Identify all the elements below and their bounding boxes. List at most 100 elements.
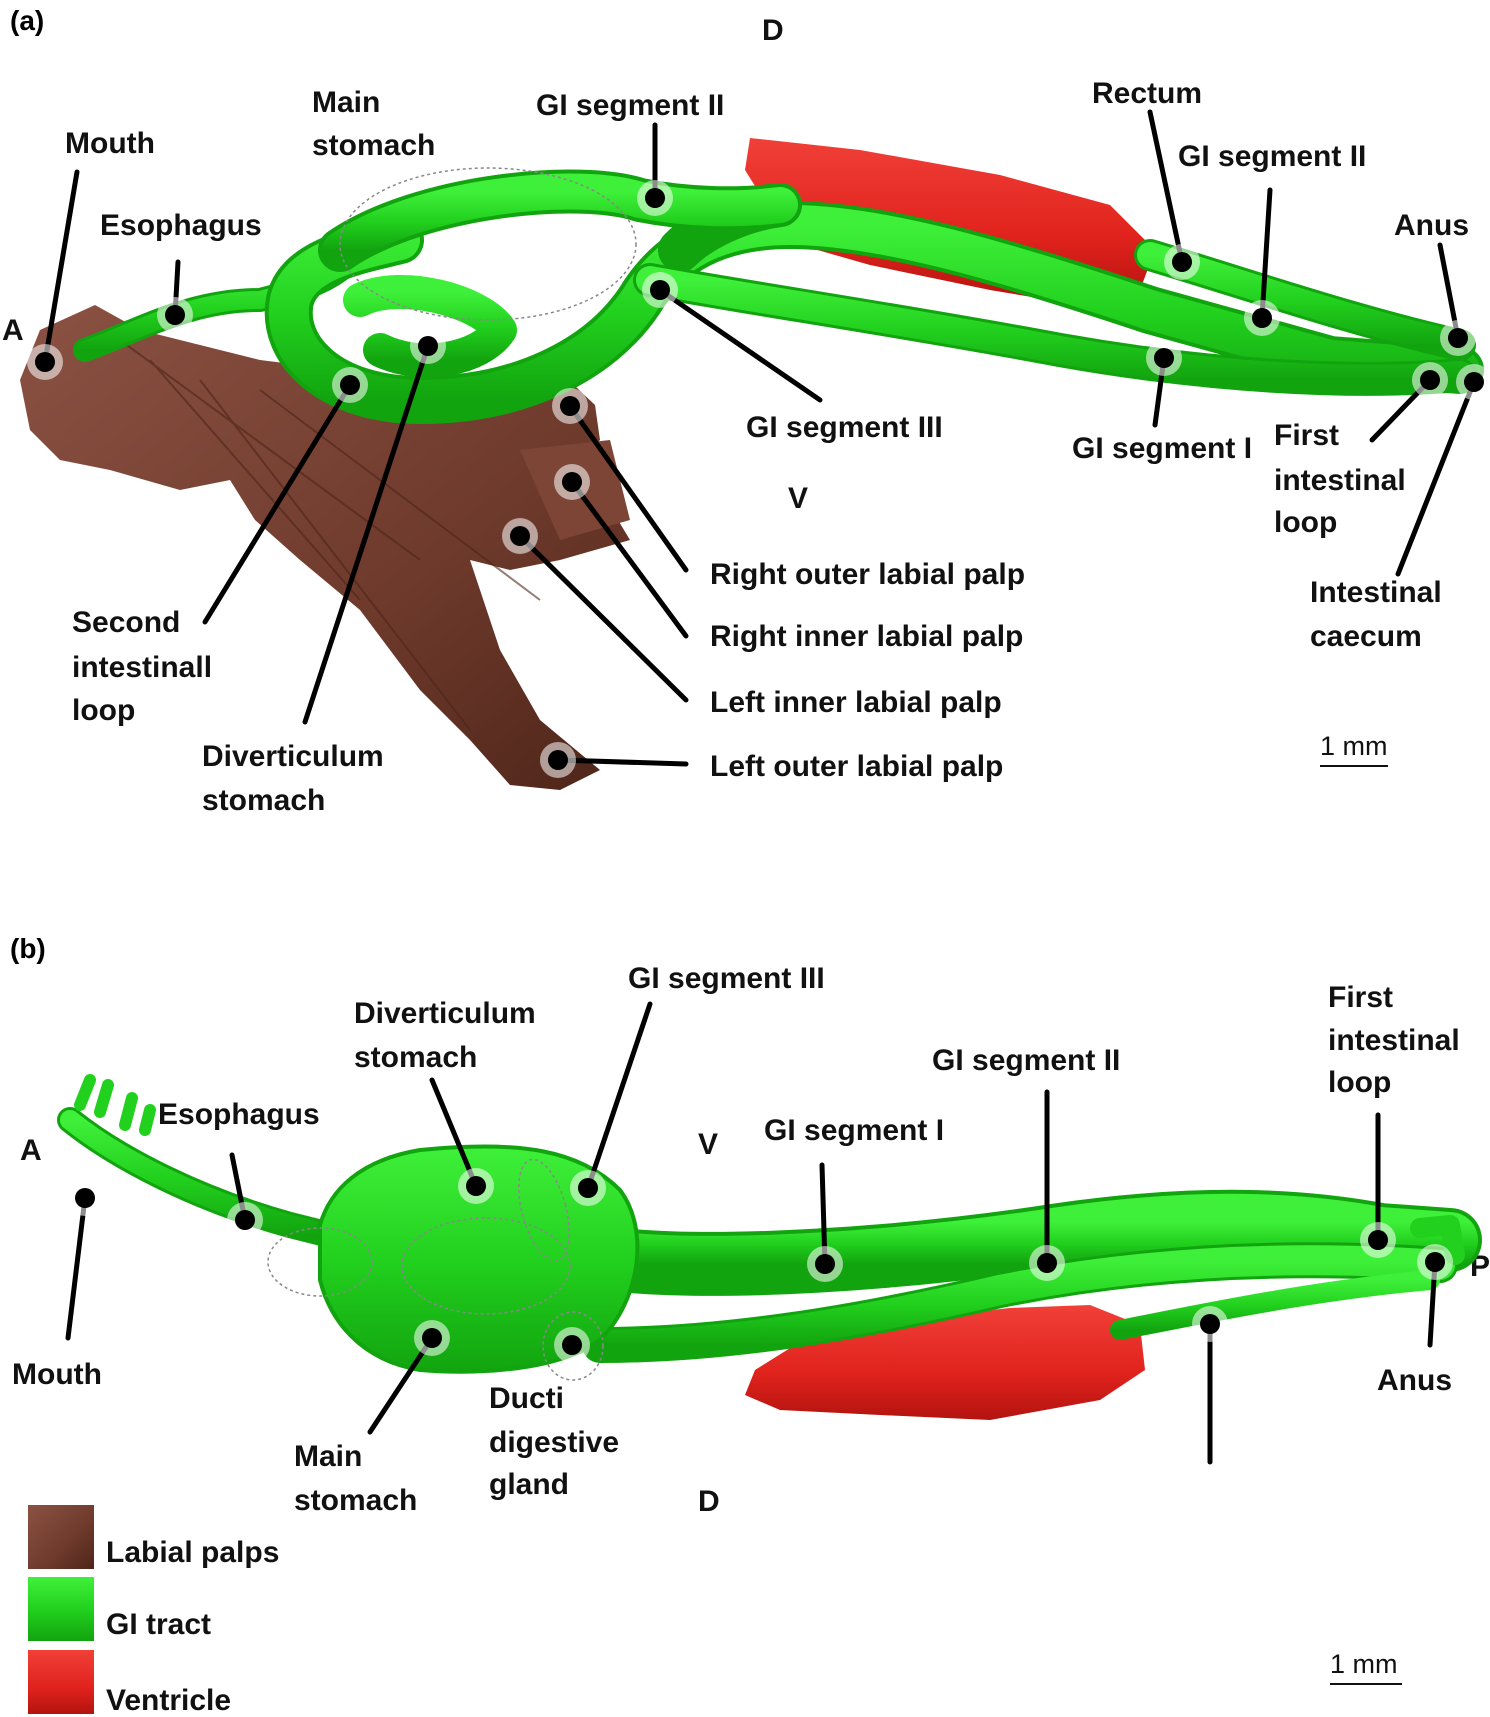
label-gi-segment-ii-a-right: GI segment II — [1178, 140, 1366, 173]
label-diverticulum-b-1: Diverticulum — [354, 997, 536, 1030]
mouth-dot-b — [75, 1188, 95, 1208]
left-outer-palp-dot-a — [548, 750, 568, 770]
labial-palps-a — [20, 305, 630, 790]
label-esophagus-a: Esophagus — [100, 209, 262, 242]
panel-a-orientation-bottom: V — [788, 482, 808, 515]
label-caecum-a-2: caecum — [1310, 620, 1422, 653]
panel-b-orientation-left: A — [20, 1134, 42, 1167]
gi-segment-iii-dot-a — [650, 280, 670, 300]
label-main-stomach-a-1: Main — [312, 86, 380, 119]
label-main-stomach-a-2: stomach — [312, 129, 435, 162]
label-gi-segment-ii-a-left: GI segment II — [536, 89, 724, 122]
label-second-loop-a-3: loop — [72, 694, 135, 727]
label-gi-segment-iii-a: GI segment III — [746, 411, 943, 444]
label-ducti-b-2: digestive — [489, 1426, 619, 1459]
label-first-loop-a-1: First — [1274, 419, 1339, 452]
esophagus-dot-a — [165, 305, 185, 325]
gi-segment-iii-dot-b — [578, 1178, 598, 1198]
label-gi-segment-i-a: GI segment I — [1072, 432, 1252, 465]
label-first-loop-b-3: loop — [1328, 1066, 1391, 1099]
stomach-mass-b — [318, 1144, 640, 1374]
label-anus-a: Anus — [1394, 209, 1469, 242]
anus-dot-b — [1425, 1252, 1445, 1272]
legend: Labial palps GI tract Ventricle — [28, 1505, 279, 1717]
leaders-a — [27, 109, 1490, 778]
label-gi-segment-i-b: GI segment I — [764, 1114, 944, 1147]
unlabeled-dot-b — [1200, 1314, 1220, 1334]
label-first-loop-a-3: loop — [1274, 506, 1337, 539]
label-first-loop-a-2: intestinal — [1274, 464, 1406, 497]
gi-segment-ii-dot-a-right — [1252, 308, 1272, 328]
label-main-stomach-b-1: Main — [294, 1440, 362, 1473]
right-inner-palp-dot-a — [562, 472, 582, 492]
rectum-dot-a — [1172, 252, 1192, 272]
panel-b-orientation-bottom: D — [698, 1485, 720, 1518]
panel-b-orientation-top: V — [698, 1128, 718, 1161]
legend-swatch-ventricle — [28, 1650, 94, 1714]
legend-swatch-gi-tract — [28, 1577, 94, 1641]
caecum-dot-a — [1464, 372, 1484, 392]
label-main-stomach-b-2: stomach — [294, 1484, 417, 1517]
mouth-dot-a — [35, 352, 55, 372]
main-stomach-ring-a — [339, 167, 637, 321]
scale-bar-a-label: 1 mm — [1320, 731, 1388, 761]
legend-label-labial-palps: Labial palps — [106, 1536, 279, 1569]
legend-label-gi-tract: GI tract — [106, 1608, 211, 1641]
first-loop-dot-b — [1368, 1230, 1388, 1250]
label-second-loop-a-2: intestinall — [72, 651, 212, 684]
first-loop-dot-a — [1420, 370, 1440, 390]
left-inner-palp-dot-a — [510, 526, 530, 546]
legend-item-labial-palps: Labial palps — [28, 1505, 279, 1569]
label-left-outer-palp-a: Left outer labial palp — [710, 750, 1003, 783]
anus-dot-a — [1448, 328, 1468, 348]
diverticulum-dot-b — [466, 1176, 486, 1196]
right-outer-palp-dot-a — [560, 396, 580, 416]
second-loop-dot-a — [340, 375, 360, 395]
legend-swatch-labial-palps — [28, 1505, 94, 1569]
label-second-loop-a-1: Second — [72, 606, 180, 639]
label-diverticulum-a-1: Diverticulum — [202, 740, 384, 773]
label-right-inner-palp-a: Right inner labial palp — [710, 620, 1023, 653]
label-first-loop-b-1: First — [1328, 981, 1393, 1014]
panel-b: (b) V D A P — [10, 933, 1490, 1685]
label-gi-segment-ii-b: GI segment II — [932, 1044, 1120, 1077]
label-mouth-b: Mouth — [12, 1358, 102, 1391]
leaders-b — [65, 1001, 1453, 1465]
gi-segment-i-dot-a — [1154, 348, 1174, 368]
panel-b-tag: (b) — [10, 933, 46, 964]
gi-segment-i-dot-b — [815, 1254, 835, 1274]
label-ducti-b-1: Ducti — [489, 1382, 564, 1415]
label-esophagus-b: Esophagus — [158, 1098, 320, 1131]
legend-label-ventricle: Ventricle — [106, 1684, 231, 1717]
label-mouth-a: Mouth — [65, 127, 155, 160]
label-diverticulum-a-2: stomach — [202, 784, 325, 817]
gi-segment-ii-dot-b — [1037, 1253, 1057, 1273]
panel-a-tag: (a) — [10, 5, 44, 36]
esophagus-dot-b — [235, 1210, 255, 1230]
label-first-loop-b-2: intestinal — [1328, 1024, 1460, 1057]
diverticulum-dot-a — [418, 336, 438, 356]
scale-bar-b-label: 1 mm — [1330, 1649, 1398, 1679]
panel-a-orientation-top: D — [762, 14, 784, 47]
label-anus-b: Anus — [1377, 1364, 1452, 1397]
legend-item-ventricle: Ventricle — [28, 1650, 231, 1717]
scale-bar-a: 1 mm — [1320, 731, 1388, 767]
labels-a: Mouth Esophagus Main stomach GI segment … — [65, 77, 1469, 817]
main-stomach-dot-b — [422, 1328, 442, 1348]
gi-tract-a — [73, 169, 1484, 424]
label-diverticulum-b-2: stomach — [354, 1041, 477, 1074]
label-caecum-a-1: Intestinal — [1310, 576, 1442, 609]
panel-a-orientation-left: A — [2, 314, 24, 347]
gi-segment-ii-dot-a-left — [645, 188, 665, 208]
scale-bar-b: 1 mm — [1330, 1649, 1402, 1685]
label-right-outer-palp-a: Right outer labial palp — [710, 558, 1025, 591]
label-rectum-a: Rectum — [1092, 77, 1202, 110]
labels-b: Esophagus Mouth Diverticulum stomach GI … — [12, 962, 1460, 1517]
panel-a: (a) D V A — [2, 5, 1490, 817]
label-gi-segment-iii-b: GI segment III — [628, 962, 825, 995]
ducti-dot-b — [562, 1335, 582, 1355]
label-left-inner-palp-a: Left inner labial palp — [710, 686, 1002, 719]
label-ducti-b-3: gland — [489, 1468, 569, 1501]
legend-item-gi-tract: GI tract — [28, 1577, 211, 1641]
